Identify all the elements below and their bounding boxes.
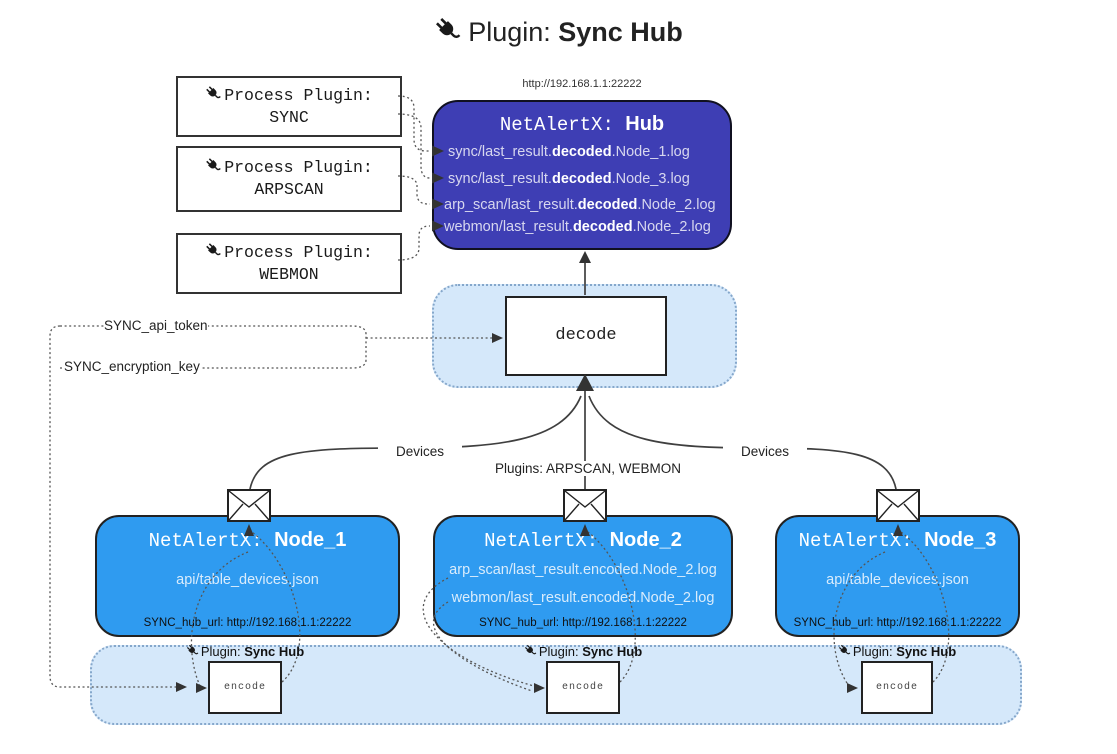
process-plugin-box-arpscan: Process Plugin: ARPSCAN: [176, 146, 402, 212]
sync-encryption-key-label: SYNC_encryption_key: [64, 359, 200, 374]
hub-log-line: arp_scan/last_result.decoded.Node_2.log: [444, 197, 716, 213]
encoder-plugin-label: Plugin: Sync Hub: [498, 644, 668, 659]
plug-icon: [838, 644, 852, 658]
encode-box-1: encode: [208, 661, 282, 714]
node-file-line: api/table_devices.json: [826, 572, 969, 588]
node-hub-url: SYNC_hub_url: http://192.168.1.1:22222: [143, 617, 352, 629]
encode-box-3: encode: [861, 661, 933, 714]
hub-url: http://192.168.1.1:22222: [522, 78, 642, 90]
hub-title: NetAlertX: Hub: [499, 113, 665, 136]
plug-icon: [205, 85, 223, 103]
plug-icon: [186, 644, 200, 658]
plug-icon: [205, 157, 223, 175]
plugins-label: Plugins: ARPSCAN, WEBMON: [495, 461, 682, 476]
process-plugin-name: ARPSCAN: [254, 180, 324, 199]
token-key-connectors: [49, 325, 503, 692]
hub-log-line: sync/last_result.decoded.Node_3.log: [448, 171, 690, 187]
envelope-icon: [876, 489, 920, 522]
envelope-icon: [563, 489, 607, 522]
process-plugin-box-sync: Process Plugin: SYNC: [176, 76, 402, 137]
process-plugin-label: Process Plugin:: [178, 85, 400, 105]
plug-icon: [434, 16, 464, 46]
plug-icon: [205, 242, 223, 260]
node-file-line: api/table_devices.json: [176, 572, 319, 588]
encode-box-2: encode: [546, 661, 620, 714]
process-plugin-name: WEBMON: [259, 265, 319, 284]
process-plugin-name: SYNC: [269, 108, 309, 127]
hub-log-line: webmon/last_result.decoded.Node_2.log: [444, 219, 711, 235]
process-plugin-box-webmon: Process Plugin: WEBMON: [176, 233, 402, 294]
node-title: NetAlertX: Node_1: [148, 529, 347, 552]
decode-box: decode: [505, 296, 667, 376]
process-plugin-label: Process Plugin:: [178, 242, 400, 262]
hub-box: NetAlertX: Hub sync/last_result.decoded.…: [432, 100, 732, 250]
process-plugin-label: Process Plugin:: [178, 157, 400, 177]
encoder-plugin-label: Plugin: Sync Hub: [160, 644, 330, 659]
page-title-prefix: Plugin:: [468, 17, 559, 47]
node-1-box: NetAlertX: Node_1 api/table_devices.json…: [95, 515, 400, 637]
node-hub-url: SYNC_hub_url: http://192.168.1.1:22222: [793, 617, 1002, 629]
node-2-box: NetAlertX: Node_2 arp_scan/last_result.e…: [433, 515, 733, 637]
node-file-line: webmon/last_result.encoded.Node_2.log: [451, 590, 715, 606]
sync-api-token-label: SYNC_api_token: [104, 318, 208, 333]
node-3-box: NetAlertX: Node_3 api/table_devices.json…: [775, 515, 1020, 637]
page-title-name: Sync Hub: [558, 17, 683, 47]
node-title: NetAlertX: Node_2: [484, 529, 682, 552]
node-file-line: arp_scan/last_result.encoded.Node_2.log: [449, 562, 717, 578]
node-title: NetAlertX: Node_3: [798, 529, 997, 552]
encoder-plugin-label: Plugin: Sync Hub: [812, 644, 982, 659]
devices-label-right: Devices: [723, 444, 807, 459]
envelope-icon: [227, 489, 271, 522]
node-hub-url: SYNC_hub_url: http://192.168.1.1:22222: [479, 617, 687, 629]
devices-label-left: Devices: [378, 444, 462, 459]
hub-log-line: sync/last_result.decoded.Node_1.log: [448, 144, 690, 160]
plug-icon: [524, 644, 538, 658]
page-title: Plugin: Sync Hub: [0, 16, 1117, 48]
